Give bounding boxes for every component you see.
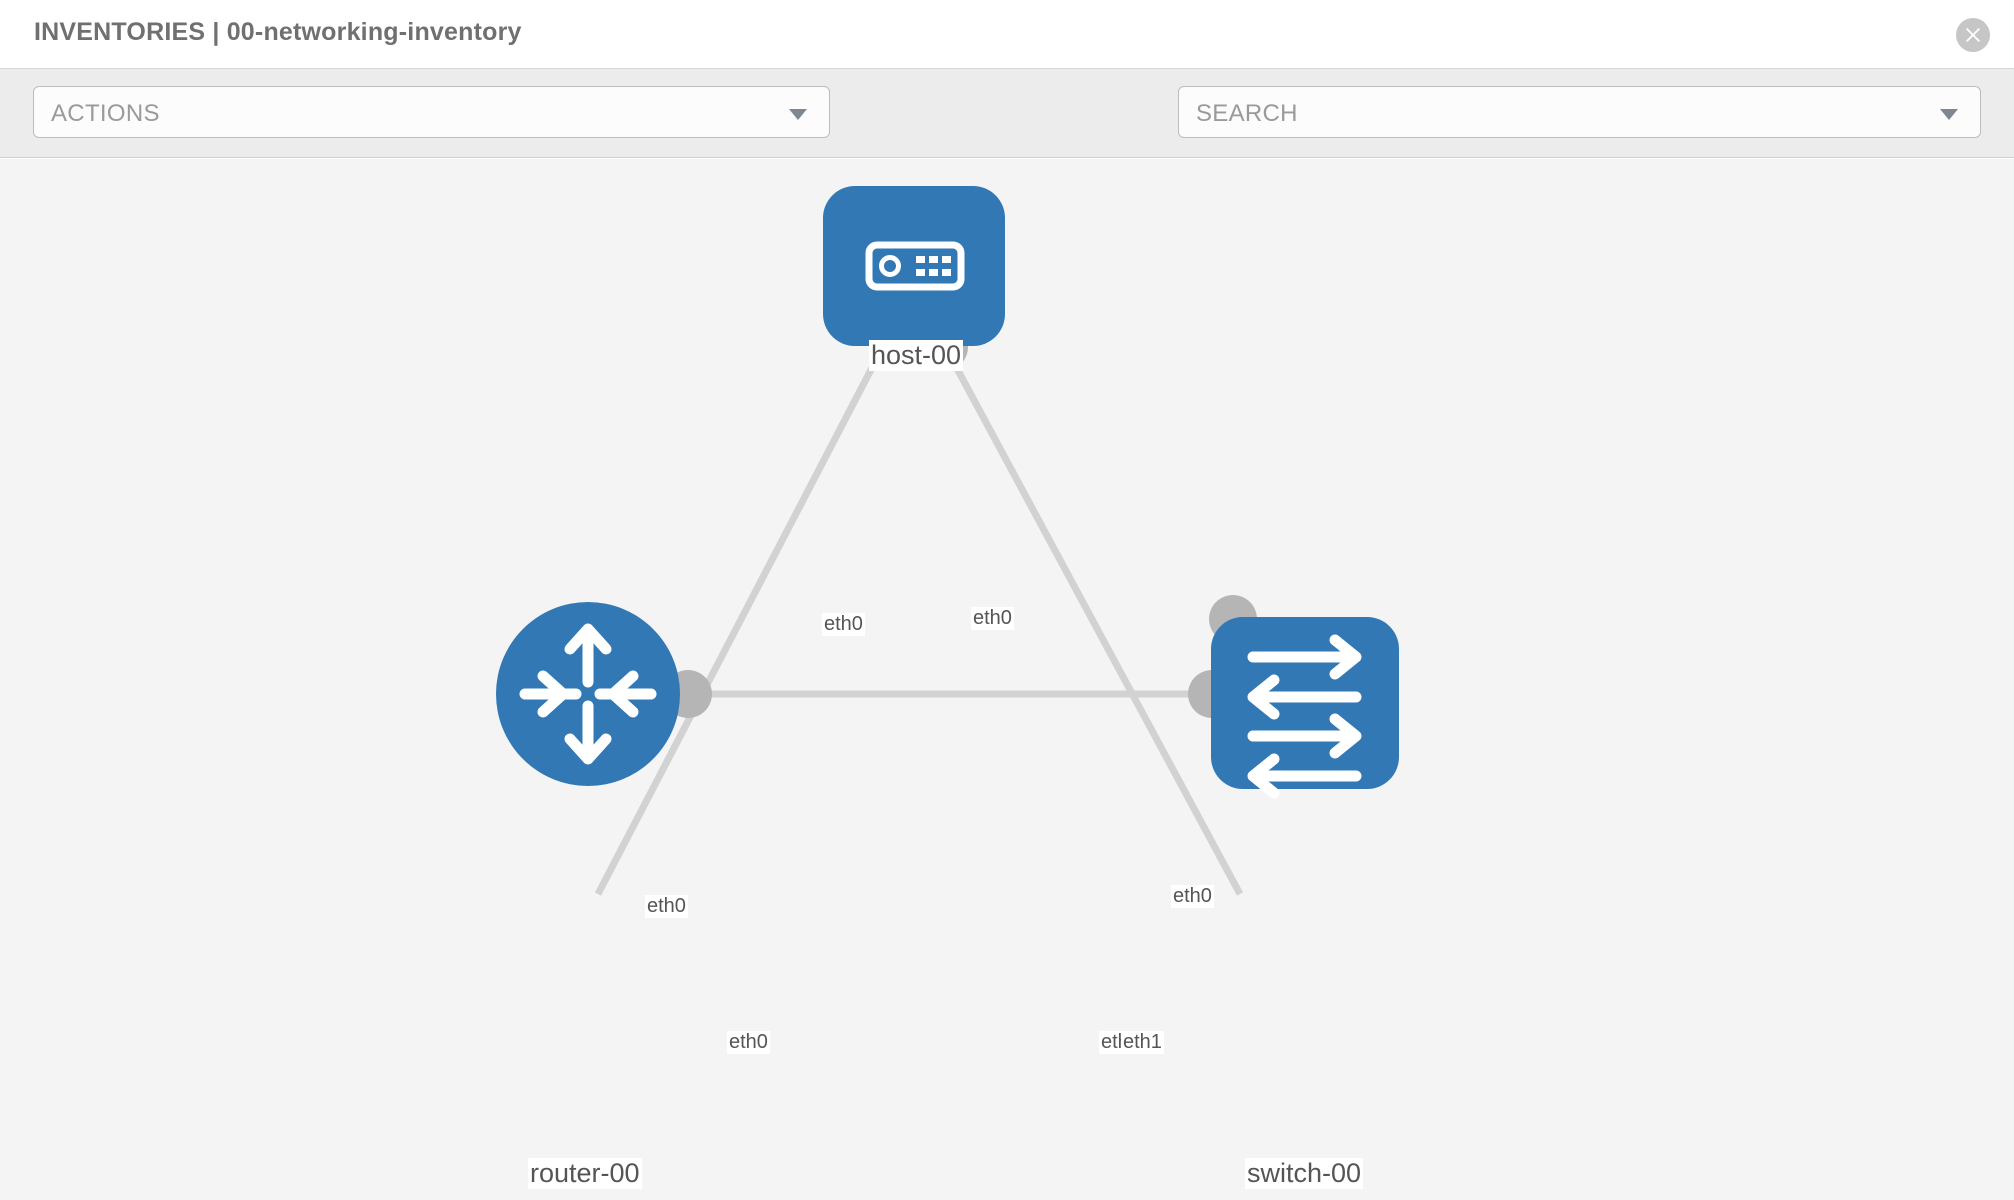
node-label-switch: switch-00: [1245, 1158, 1364, 1190]
page-title: INVENTORIES | 00-networking-inventory: [34, 18, 522, 46]
search-placeholder: SEARCH: [1196, 100, 1298, 127]
close-icon: [1966, 28, 1980, 42]
actions-dropdown[interactable]: ACTIONS: [33, 86, 830, 138]
node-router-00[interactable]: [496, 602, 680, 786]
topology-links: [594, 335, 1244, 896]
node-host-00[interactable]: [823, 186, 1005, 346]
node-label-router: router-00: [528, 1158, 642, 1190]
node-label-host: host-00: [869, 340, 964, 372]
edge-label-host-left: eth0: [822, 613, 865, 636]
edge-label-switch-up: eth0: [1171, 885, 1214, 908]
node-switch-00[interactable]: [1211, 617, 1399, 799]
topology-canvas[interactable]: host-00 router-00 switch-00 eth0 eth0 et…: [0, 159, 2014, 1200]
actions-dropdown-label: ACTIONS: [51, 100, 160, 127]
search-input[interactable]: SEARCH: [1178, 86, 1981, 138]
edge-label-router-right: eth0: [727, 1031, 770, 1054]
edge-label-router-up: eth0: [645, 895, 688, 918]
link-host-switch[interactable]: [936, 335, 1244, 896]
search-chevron-down-icon[interactable]: [1940, 109, 1958, 120]
switch-icon: [1247, 634, 1362, 799]
topology-graph: [496, 186, 1399, 896]
link-router-host[interactable]: [594, 335, 892, 896]
chevron-down-icon: [789, 109, 807, 120]
topology-toolbar: ACTIONS SEARCH: [0, 69, 2014, 199]
edge-label-host-right: eth0: [971, 607, 1014, 630]
edge-label-switch-eth1: eth1: [1121, 1031, 1164, 1054]
server-icon: [865, 241, 965, 291]
page-header: INVENTORIES | 00-networking-inventory: [0, 0, 2014, 69]
close-button[interactable]: [1956, 18, 1990, 52]
router-icon: [519, 623, 657, 765]
